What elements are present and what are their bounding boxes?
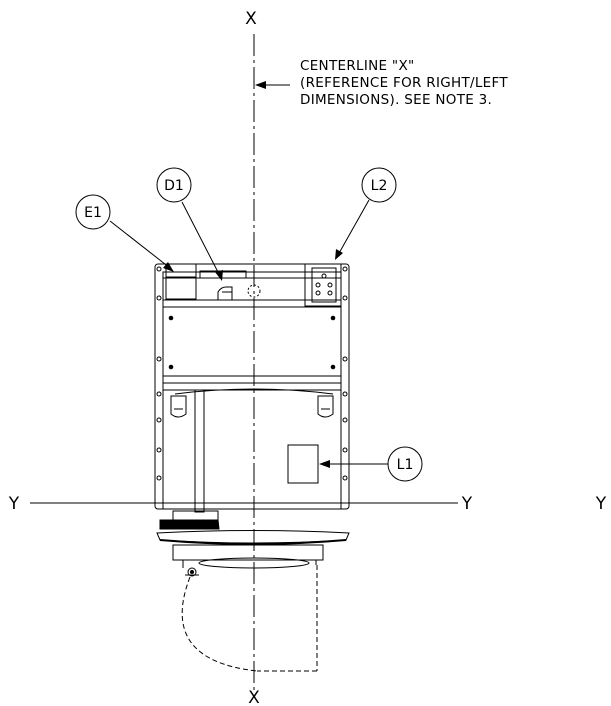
handle-bar [194, 389, 205, 513]
axis-x-top-label: X [245, 9, 257, 29]
l2-component [304, 263, 342, 307]
frame-screws [156, 266, 348, 481]
centerline-note-line3: DIMENSIONS). SEE NOTE 3. [300, 92, 492, 108]
unit-body [154, 263, 350, 510]
callout-d1-label: D1 [164, 178, 184, 194]
callout-l1-label: L1 [397, 457, 414, 473]
callout-l2-label: L2 [371, 178, 388, 194]
callout-l1: L1 [319, 446, 423, 482]
e1-component [165, 263, 197, 300]
l1-label-plate [287, 444, 319, 484]
base-assembly [156, 510, 350, 577]
note-leader-arrow [255, 81, 290, 89]
centerline-sensor [247, 284, 261, 298]
panel-screws [168, 315, 336, 370]
d1-component [199, 270, 247, 300]
side-clips [170, 395, 334, 418]
callout-d1: D1 [156, 167, 223, 281]
axis-x-bottom-label: X [248, 688, 260, 706]
axis-y-mid-label: Y [461, 494, 473, 514]
door-swing [181, 565, 318, 672]
callout-l2: L2 [335, 167, 397, 260]
centerline-note-line2: (REFERENCE FOR RIGHT/LEFT [300, 75, 508, 91]
centerline-note-line1: CENTERLINE "X" [300, 58, 415, 74]
callout-e1-label: E1 [84, 205, 102, 221]
axis-y-left-label: Y [8, 494, 20, 514]
axis-y-right-label: Y [595, 494, 607, 514]
callout-e1: E1 [75, 194, 174, 272]
